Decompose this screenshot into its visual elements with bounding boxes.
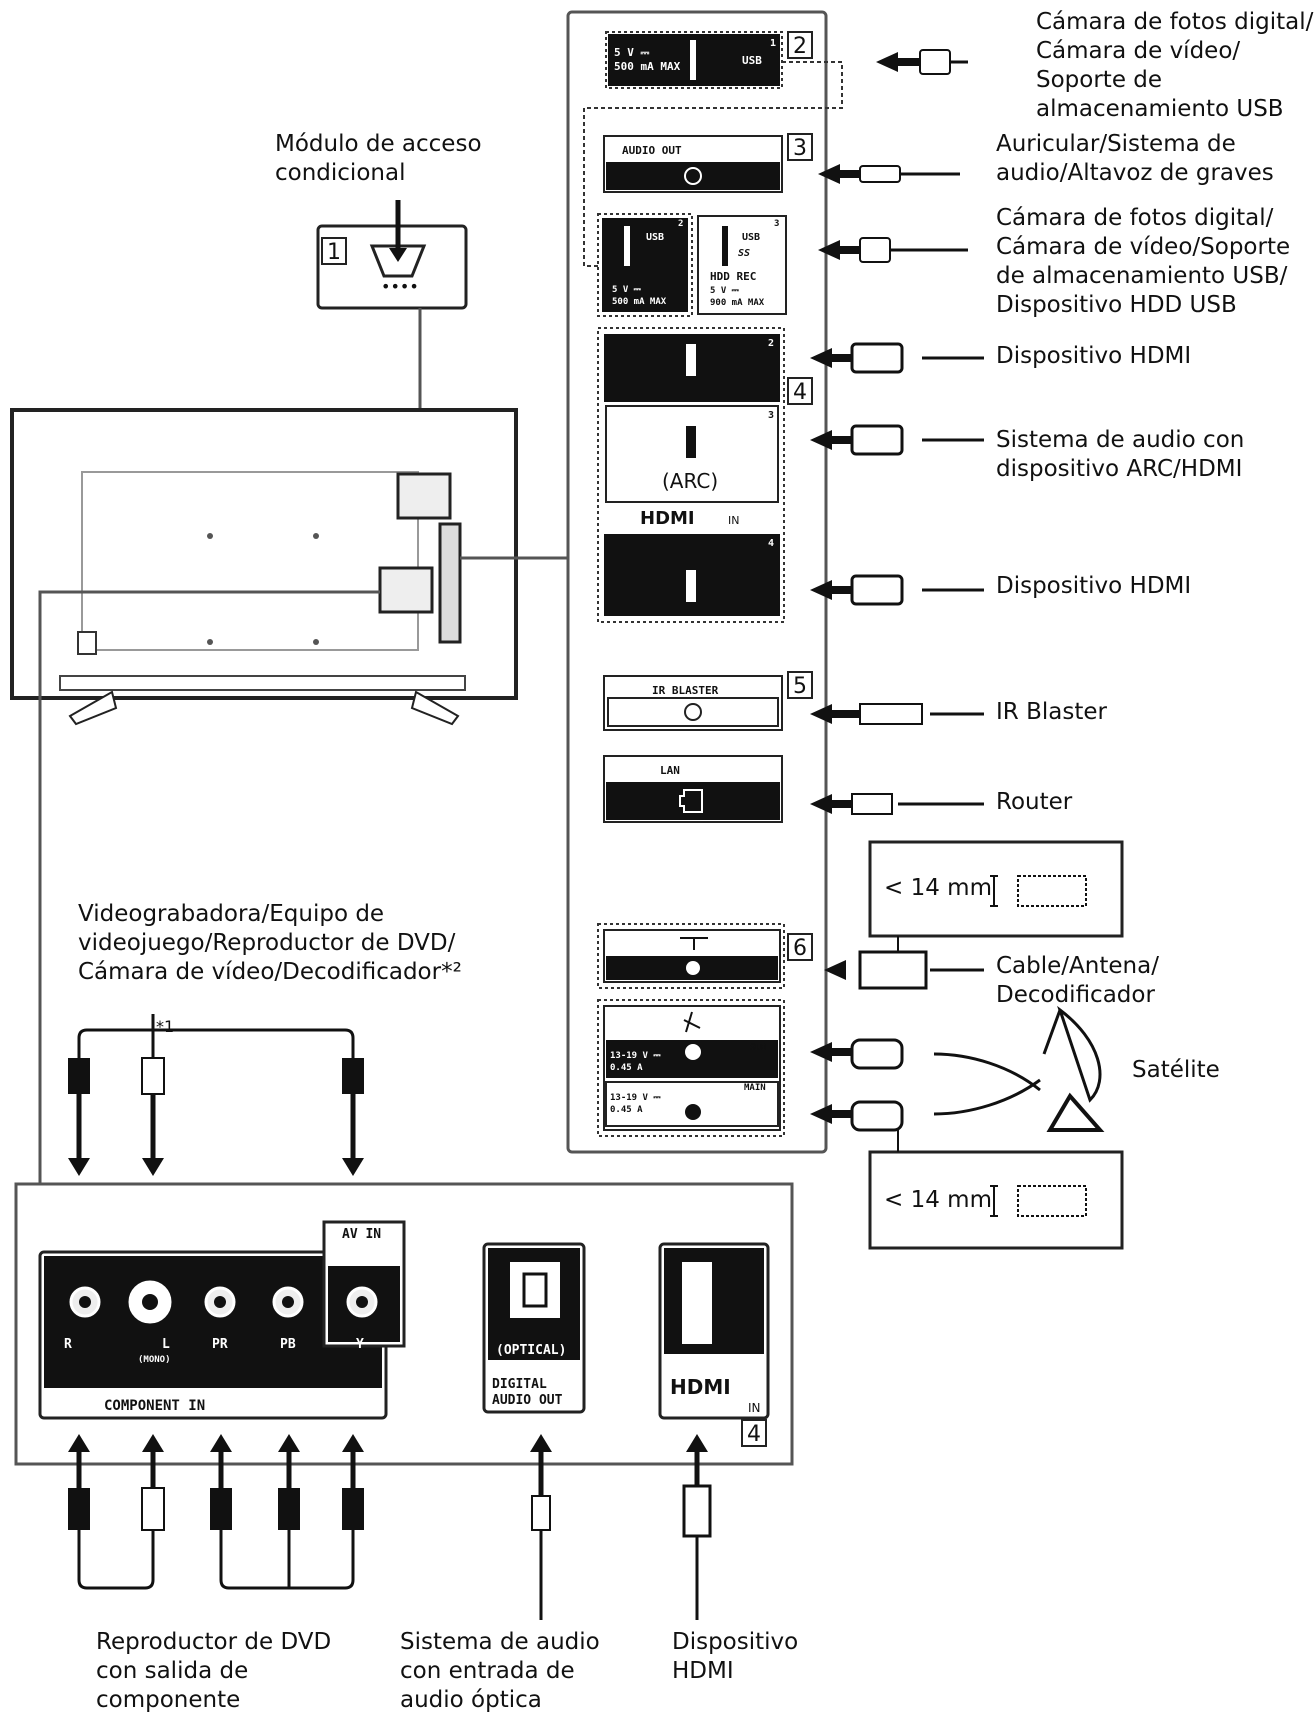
svg-text:0.45 A: 0.45 A: [610, 1105, 643, 1115]
svg-text:5: 5: [793, 674, 807, 699]
svg-text:4: 4: [793, 380, 807, 405]
svg-text:2: 2: [678, 219, 683, 229]
svg-text:AV IN: AV IN: [342, 1227, 381, 1242]
ir-blaster-label: IR Blaster: [996, 699, 1107, 725]
svg-text:IN: IN: [728, 514, 739, 527]
svg-text:SS: SS: [738, 248, 750, 259]
svg-text:900 mA MAX: 900 mA MAX: [710, 298, 765, 308]
size-top-label: < 14 mm: [884, 875, 992, 901]
svg-text:PB: PB: [280, 1337, 296, 1352]
svg-text:4: 4: [768, 538, 774, 549]
svg-text:••••: ••••: [381, 277, 419, 296]
svg-text:500 mA MAX: 500 mA MAX: [614, 60, 681, 73]
note-1: *1: [156, 1017, 175, 1036]
tv-back: [10, 408, 518, 726]
svg-text:MAIN: MAIN: [744, 1083, 766, 1093]
svg-text:R: R: [64, 1337, 72, 1352]
svg-text:SUB: SUB: [750, 1043, 767, 1053]
svg-text:(MONO): (MONO): [138, 1355, 171, 1365]
svg-text:500 mA MAX: 500 mA MAX: [612, 297, 667, 307]
svg-text:3: 3: [768, 410, 774, 421]
svg-text:13-19 V ⎓: 13-19 V ⎓: [610, 1051, 661, 1061]
callout-1: 1: [327, 240, 341, 265]
svg-text:2: 2: [793, 34, 807, 59]
svg-text:COMPONENT IN: COMPONENT IN: [104, 1398, 205, 1414]
usb1-device-label: Cámara de fotos digital/Cámara de vídeo/…: [1036, 9, 1314, 122]
svg-text:L: L: [162, 1337, 170, 1352]
svg-text:2: 2: [768, 338, 774, 349]
svg-text:LAN: LAN: [660, 764, 680, 777]
svg-text:HDD REC: HDD REC: [710, 270, 756, 283]
svg-text:13-19 V ⎓: 13-19 V ⎓: [610, 1093, 661, 1103]
hdmi4-device-label: Dispositivo HDMI: [996, 573, 1192, 599]
svg-text:1: 1: [668, 1359, 675, 1373]
cable-antenna-label: Cable/Antena/Decodificador: [996, 953, 1159, 1008]
svg-text:AUDIO OUT: AUDIO OUT: [622, 144, 682, 157]
svg-text:PR: PR: [212, 1337, 228, 1352]
svg-text:USB: USB: [742, 54, 762, 67]
usb23-device-label: Cámara de fotos digital/Cámara de vídeo/…: [996, 205, 1291, 318]
svg-text:HDMI: HDMI: [670, 1375, 731, 1399]
svg-text:(OPTICAL): (OPTICAL): [496, 1343, 566, 1358]
hdmi2-device-label: Dispositivo HDMI: [996, 343, 1192, 369]
svg-text:3: 3: [793, 136, 807, 161]
svg-text:IR BLASTER: IR BLASTER: [652, 684, 719, 697]
svg-text:IN: IN: [748, 1401, 761, 1415]
svg-text:HDMI: HDMI: [640, 508, 695, 529]
router-label: Router: [996, 789, 1073, 815]
satellite-label: Satélite: [1132, 1057, 1220, 1083]
cam-slot-box: 1 ••••: [316, 200, 468, 310]
svg-text:6: 6: [793, 936, 807, 961]
svg-text:DIGITAL: DIGITAL: [492, 1377, 547, 1392]
svg-text:(ARC): (ARC): [662, 469, 718, 493]
svg-text:0.45 A: 0.45 A: [610, 1063, 643, 1073]
svg-text:5 V ⎓: 5 V ⎓: [710, 286, 740, 296]
svg-text:USB: USB: [646, 232, 664, 243]
svg-text:5 V ⎓: 5 V ⎓: [614, 46, 649, 59]
svg-text:AUDIO OUT: AUDIO OUT: [492, 1393, 563, 1408]
svg-text:1: 1: [770, 38, 776, 49]
svg-text:4: 4: [747, 1422, 761, 1447]
svg-text:USB: USB: [742, 232, 760, 243]
svg-text:3: 3: [774, 219, 779, 229]
size-bottom-label: < 14 mm: [884, 1187, 992, 1213]
svg-text:5 V ⎓: 5 V ⎓: [612, 285, 642, 295]
svg-text:Y: Y: [356, 1337, 364, 1352]
